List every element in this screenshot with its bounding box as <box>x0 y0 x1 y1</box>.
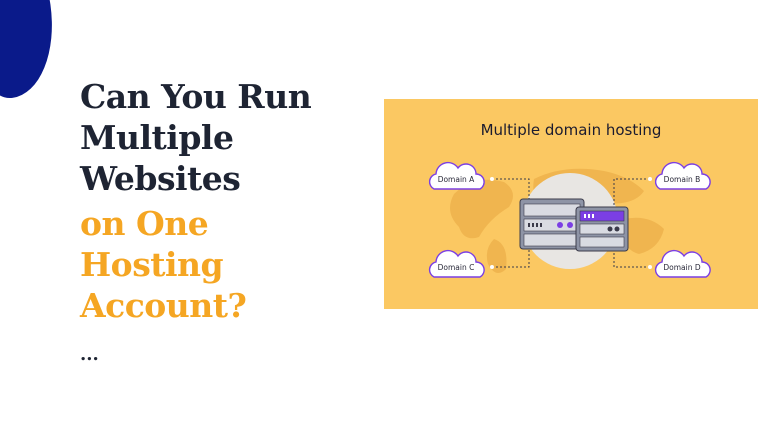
title-line-6: Account? <box>80 286 247 325</box>
decorative-blob <box>0 0 63 104</box>
ellipsis-text: ... <box>80 344 99 365</box>
illustration-title: Multiple domain hosting <box>480 121 662 139</box>
cloud-label-domain-d: Domain D <box>663 263 701 272</box>
cloud-label-domain-b: Domain B <box>663 175 701 184</box>
connector-dots <box>490 177 652 269</box>
title-line-5: Hosting <box>80 245 224 284</box>
server-back <box>519 198 585 250</box>
cloud-label-domain-c: Domain C <box>437 263 475 272</box>
cloud-label-domain-a: Domain A <box>437 175 475 184</box>
title-line-1: Can You Run <box>80 77 312 116</box>
cloud-icon <box>428 161 711 278</box>
title-line-4: on One <box>80 204 209 243</box>
title-line-2: Multiple <box>80 118 234 157</box>
server-front <box>575 206 629 252</box>
page-title: Can You Run Multiple Websites on One Hos… <box>80 76 350 326</box>
hosting-illustration: Multiple domain hosting Domain A Domain … <box>384 99 758 309</box>
illustration-graphic <box>428 161 711 278</box>
title-line-3: Websites <box>80 159 241 198</box>
